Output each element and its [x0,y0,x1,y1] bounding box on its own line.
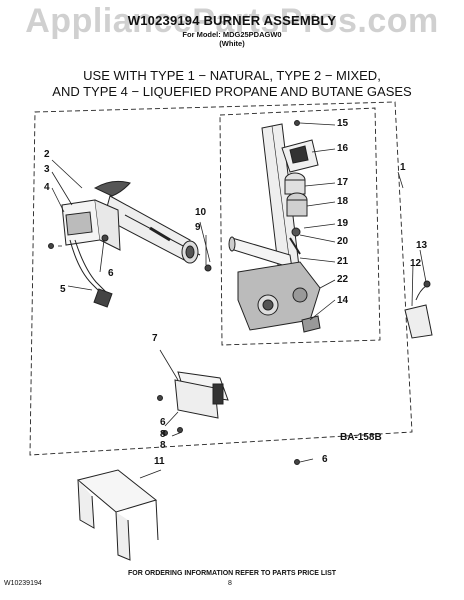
callout-16: 16 [337,143,349,154]
callout-22: 22 [337,274,349,285]
callout-9: 9 [195,222,201,233]
diagram-title: W10239194 BURNER ASSEMBLY [127,13,337,28]
callout-6: 6 [160,417,166,428]
callout-5: 5 [60,284,66,295]
footer-page-number: 8 [228,580,232,587]
usage-line-2: AND TYPE 4 − LIQUEFIED PROPANE AND BUTAN… [52,84,412,99]
color-line: (White) [219,39,245,48]
leader-lines [51,122,427,479]
assembly-boundary [29,101,413,456]
callout-17: 17 [337,177,349,188]
callout-14: 14 [337,295,349,306]
callout-1: 1 [400,162,406,173]
callout-10: 10 [195,207,207,218]
callout-12: 12 [410,258,422,269]
gas-valve-assembly [228,123,321,333]
valve-assembly-boundary [219,107,381,346]
callout-2: 2 [44,149,50,160]
callout-6: 6 [108,268,114,279]
callout-11: 11 [154,456,165,467]
callout-18: 18 [337,196,349,207]
callout-8: 8 [160,440,166,451]
callout-6: 6 [322,454,328,465]
callout-20: 20 [337,236,349,247]
mounting-bracket [76,469,159,561]
watermark: AppliancePartsPros.com [25,2,439,40]
callout-4: 4 [44,182,50,193]
callout-13: 13 [416,240,428,251]
figure-code: BA-158B [340,432,382,443]
igniter-bracket [61,199,121,251]
screws [48,120,311,465]
usage-line-1: USE WITH TYPE 1 − NATURAL, TYPE 2 − MIXE… [83,68,381,83]
footer-part-number: W10239194 [4,580,42,587]
support-bracket [174,371,229,419]
callout-15: 15 [337,118,349,129]
callout-3: 3 [44,164,50,175]
wire-clip [404,280,433,339]
footer-ordering-info: FOR ORDERING INFORMATION REFER TO PARTS … [127,570,337,577]
callout-8: 8 [160,429,166,440]
igniter-wires [69,239,113,308]
model-line: For Model: MDG25PDAGW0 [182,30,282,39]
callout-19: 19 [337,218,349,229]
callout-21: 21 [337,256,349,267]
callout-7: 7 [152,333,158,344]
